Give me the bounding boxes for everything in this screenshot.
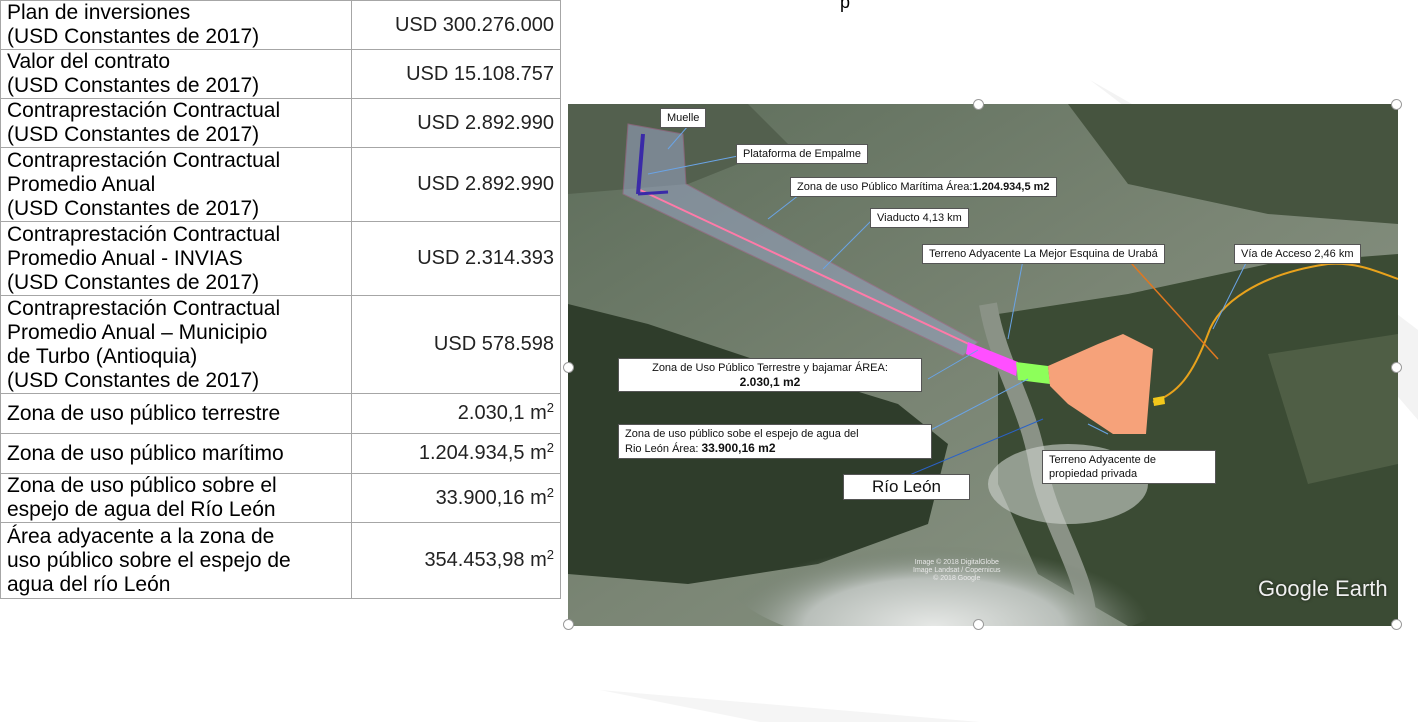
table-row: Zona de uso público terrestre 2.030,1 m2 <box>0 393 561 434</box>
value-unit: m <box>530 549 547 571</box>
label-line: (USD Constantes de 2017) <box>7 368 260 392</box>
value-exponent: 2 <box>546 400 554 415</box>
credit-line: Image Landsat / Copernicus <box>913 567 1001 574</box>
label-text: Zona de uso Público Marítima Área: <box>797 181 973 193</box>
label-text: Rio León Área: <box>625 443 702 455</box>
table-row: Contraprestación Contractual Promedio An… <box>0 295 561 394</box>
label-rio-leon: Río León <box>843 474 970 500</box>
label-line: Plan de inversiones <box>7 1 191 24</box>
credit-line: Image © 2018 DigitalGlobe <box>914 559 999 566</box>
header-fragment: p <box>840 0 851 12</box>
row-label: Contraprestación Contractual (USD Consta… <box>0 98 352 148</box>
label-line: Valor del contrato <box>7 50 171 73</box>
imagery-credit: Image © 2018 DigitalGlobe Image Landsat … <box>913 559 1001 583</box>
value-unit: m <box>530 402 547 424</box>
label-zona-maritima: Zona de uso Público Marítima Área:1.204.… <box>790 177 1057 197</box>
resize-handle[interactable] <box>973 619 984 630</box>
label-terreno-privado: Terreno Adyacente de propiedad privada <box>1042 450 1216 484</box>
resize-handle[interactable] <box>1391 99 1402 110</box>
label-line: Contraprestación Contractual <box>7 222 281 246</box>
resize-handle[interactable] <box>1391 619 1402 630</box>
value-exponent: 2 <box>546 440 554 455</box>
google-earth-logo: Google Earth <box>1258 576 1388 601</box>
table-row: Plan de inversiones (USD Constantes de 2… <box>0 0 561 50</box>
row-value: 354.453,98 m2 <box>351 522 561 599</box>
label-line: Promedio Anual - INVIAS <box>7 246 243 270</box>
row-value: USD 2.892.990 <box>351 98 561 148</box>
row-label: Zona de uso público marítimo <box>0 433 352 474</box>
table-row: Contraprestación Contractual Promedio An… <box>0 147 561 222</box>
value-number: 2.030,1 <box>457 402 531 424</box>
value-exponent: 2 <box>546 484 554 500</box>
label-value: 33.900,16 m2 <box>701 441 776 455</box>
label-line: (USD Constantes de 2017) <box>7 196 260 220</box>
label-line: espejo de agua del Río León <box>7 498 276 521</box>
row-label: Zona de uso público terrestre <box>0 393 352 434</box>
resize-handle[interactable] <box>563 362 574 373</box>
row-value: 33.900,16 m2 <box>351 473 561 523</box>
label-text: propiedad privada <box>1049 468 1138 480</box>
value-unit: m <box>530 442 547 464</box>
table-row: Valor del contrato (USD Constantes de 20… <box>0 49 561 99</box>
value-number: 1.204.934,5 <box>418 442 531 464</box>
label-line: Zona de uso público sobre el <box>7 474 277 497</box>
label-zona-terrestre: Zona de Uso Público Terrestre y bajamar … <box>618 358 922 392</box>
label-line: (USD Constantes de 2017) <box>7 25 260 48</box>
value-number: 33.900,16 <box>435 486 531 509</box>
table-row: Zona de uso público marítimo 1.204.934,5… <box>0 433 561 474</box>
value-number: 354.453,98 <box>424 549 531 571</box>
row-value: USD 15.108.757 <box>351 49 561 99</box>
credit-line: © 2018 Google <box>933 575 981 582</box>
label-line: (USD Constantes de 2017) <box>7 270 260 294</box>
label-line: (USD Constantes de 2017) <box>7 74 260 97</box>
value-exponent: 2 <box>546 547 554 562</box>
label-line: Contraprestación Contractual <box>7 296 281 320</box>
row-value: USD 300.276.000 <box>351 0 561 50</box>
data-table: Plan de inversiones (USD Constantes de 2… <box>0 0 561 599</box>
label-line: agua del río León <box>7 572 171 596</box>
table-row: Zona de uso público sobre el espejo de a… <box>0 473 561 523</box>
label-viaducto: Viaducto 4,13 km <box>870 208 969 228</box>
resize-handle[interactable] <box>1391 362 1402 373</box>
label-line: uso público sobre el espejo de <box>7 548 291 572</box>
row-value: 2.030,1 m2 <box>351 393 561 434</box>
label-line: Contraprestación Contractual <box>7 99 281 122</box>
label-terreno-esquina: Terreno Adyacente La Mejor Esquina de Ur… <box>922 244 1165 264</box>
label-zona-espejo: Zona de uso público sobe el espejo de ag… <box>618 424 932 459</box>
label-text: Zona de Uso Público Terrestre y bajamar … <box>652 362 888 374</box>
label-line: Área adyacente a la zona de <box>7 524 275 548</box>
label-plataforma: Plataforma de Empalme <box>736 144 868 164</box>
label-line: Promedio Anual <box>7 172 156 196</box>
label-line: Promedio Anual – Municipio <box>7 320 268 344</box>
table-row: Área adyacente a la zona de uso público … <box>0 522 561 599</box>
row-value: 1.204.934,5 m2 <box>351 433 561 474</box>
row-value: USD 578.598 <box>351 295 561 394</box>
label-line: Contraprestación Contractual <box>7 148 281 172</box>
satellite-map: Muelle Plataforma de Empalme Zona de uso… <box>563 99 1402 630</box>
row-label: Contraprestación Contractual Promedio An… <box>0 221 352 296</box>
label-text: Terreno Adyacente de <box>1049 454 1157 466</box>
row-label: Plan de inversiones (USD Constantes de 2… <box>0 0 352 50</box>
label-value: 1.204.934,5 m2 <box>972 181 1050 193</box>
table-row: Contraprestación Contractual (USD Consta… <box>0 98 561 148</box>
row-label: Zona de uso público sobre el espejo de a… <box>0 473 352 523</box>
row-label: Contraprestación Contractual Promedio An… <box>0 147 352 222</box>
value-unit: m <box>530 486 547 509</box>
label-muelle: Muelle <box>660 108 707 128</box>
label-line: Zona de uso público terrestre <box>7 401 281 425</box>
label-value: 2.030,1 m2 <box>739 375 801 389</box>
resize-handle[interactable] <box>563 619 574 630</box>
label-text: Zona de uso público sobe el espejo de ag… <box>625 428 859 440</box>
table-row: Contraprestación Contractual Promedio An… <box>0 221 561 296</box>
label-via-acceso: Vía de Acceso 2,46 km <box>1234 244 1361 264</box>
row-label: Contraprestación Contractual Promedio An… <box>0 295 352 394</box>
label-line: Zona de uso público marítimo <box>7 441 284 465</box>
row-value: USD 2.314.393 <box>351 221 561 296</box>
label-line: de Turbo (Antioquia) <box>7 344 198 368</box>
resize-handle[interactable] <box>973 99 984 110</box>
row-label: Valor del contrato (USD Constantes de 20… <box>0 49 352 99</box>
row-value: USD 2.892.990 <box>351 147 561 222</box>
row-label: Área adyacente a la zona de uso público … <box>0 522 352 599</box>
label-line: (USD Constantes de 2017) <box>7 123 260 146</box>
